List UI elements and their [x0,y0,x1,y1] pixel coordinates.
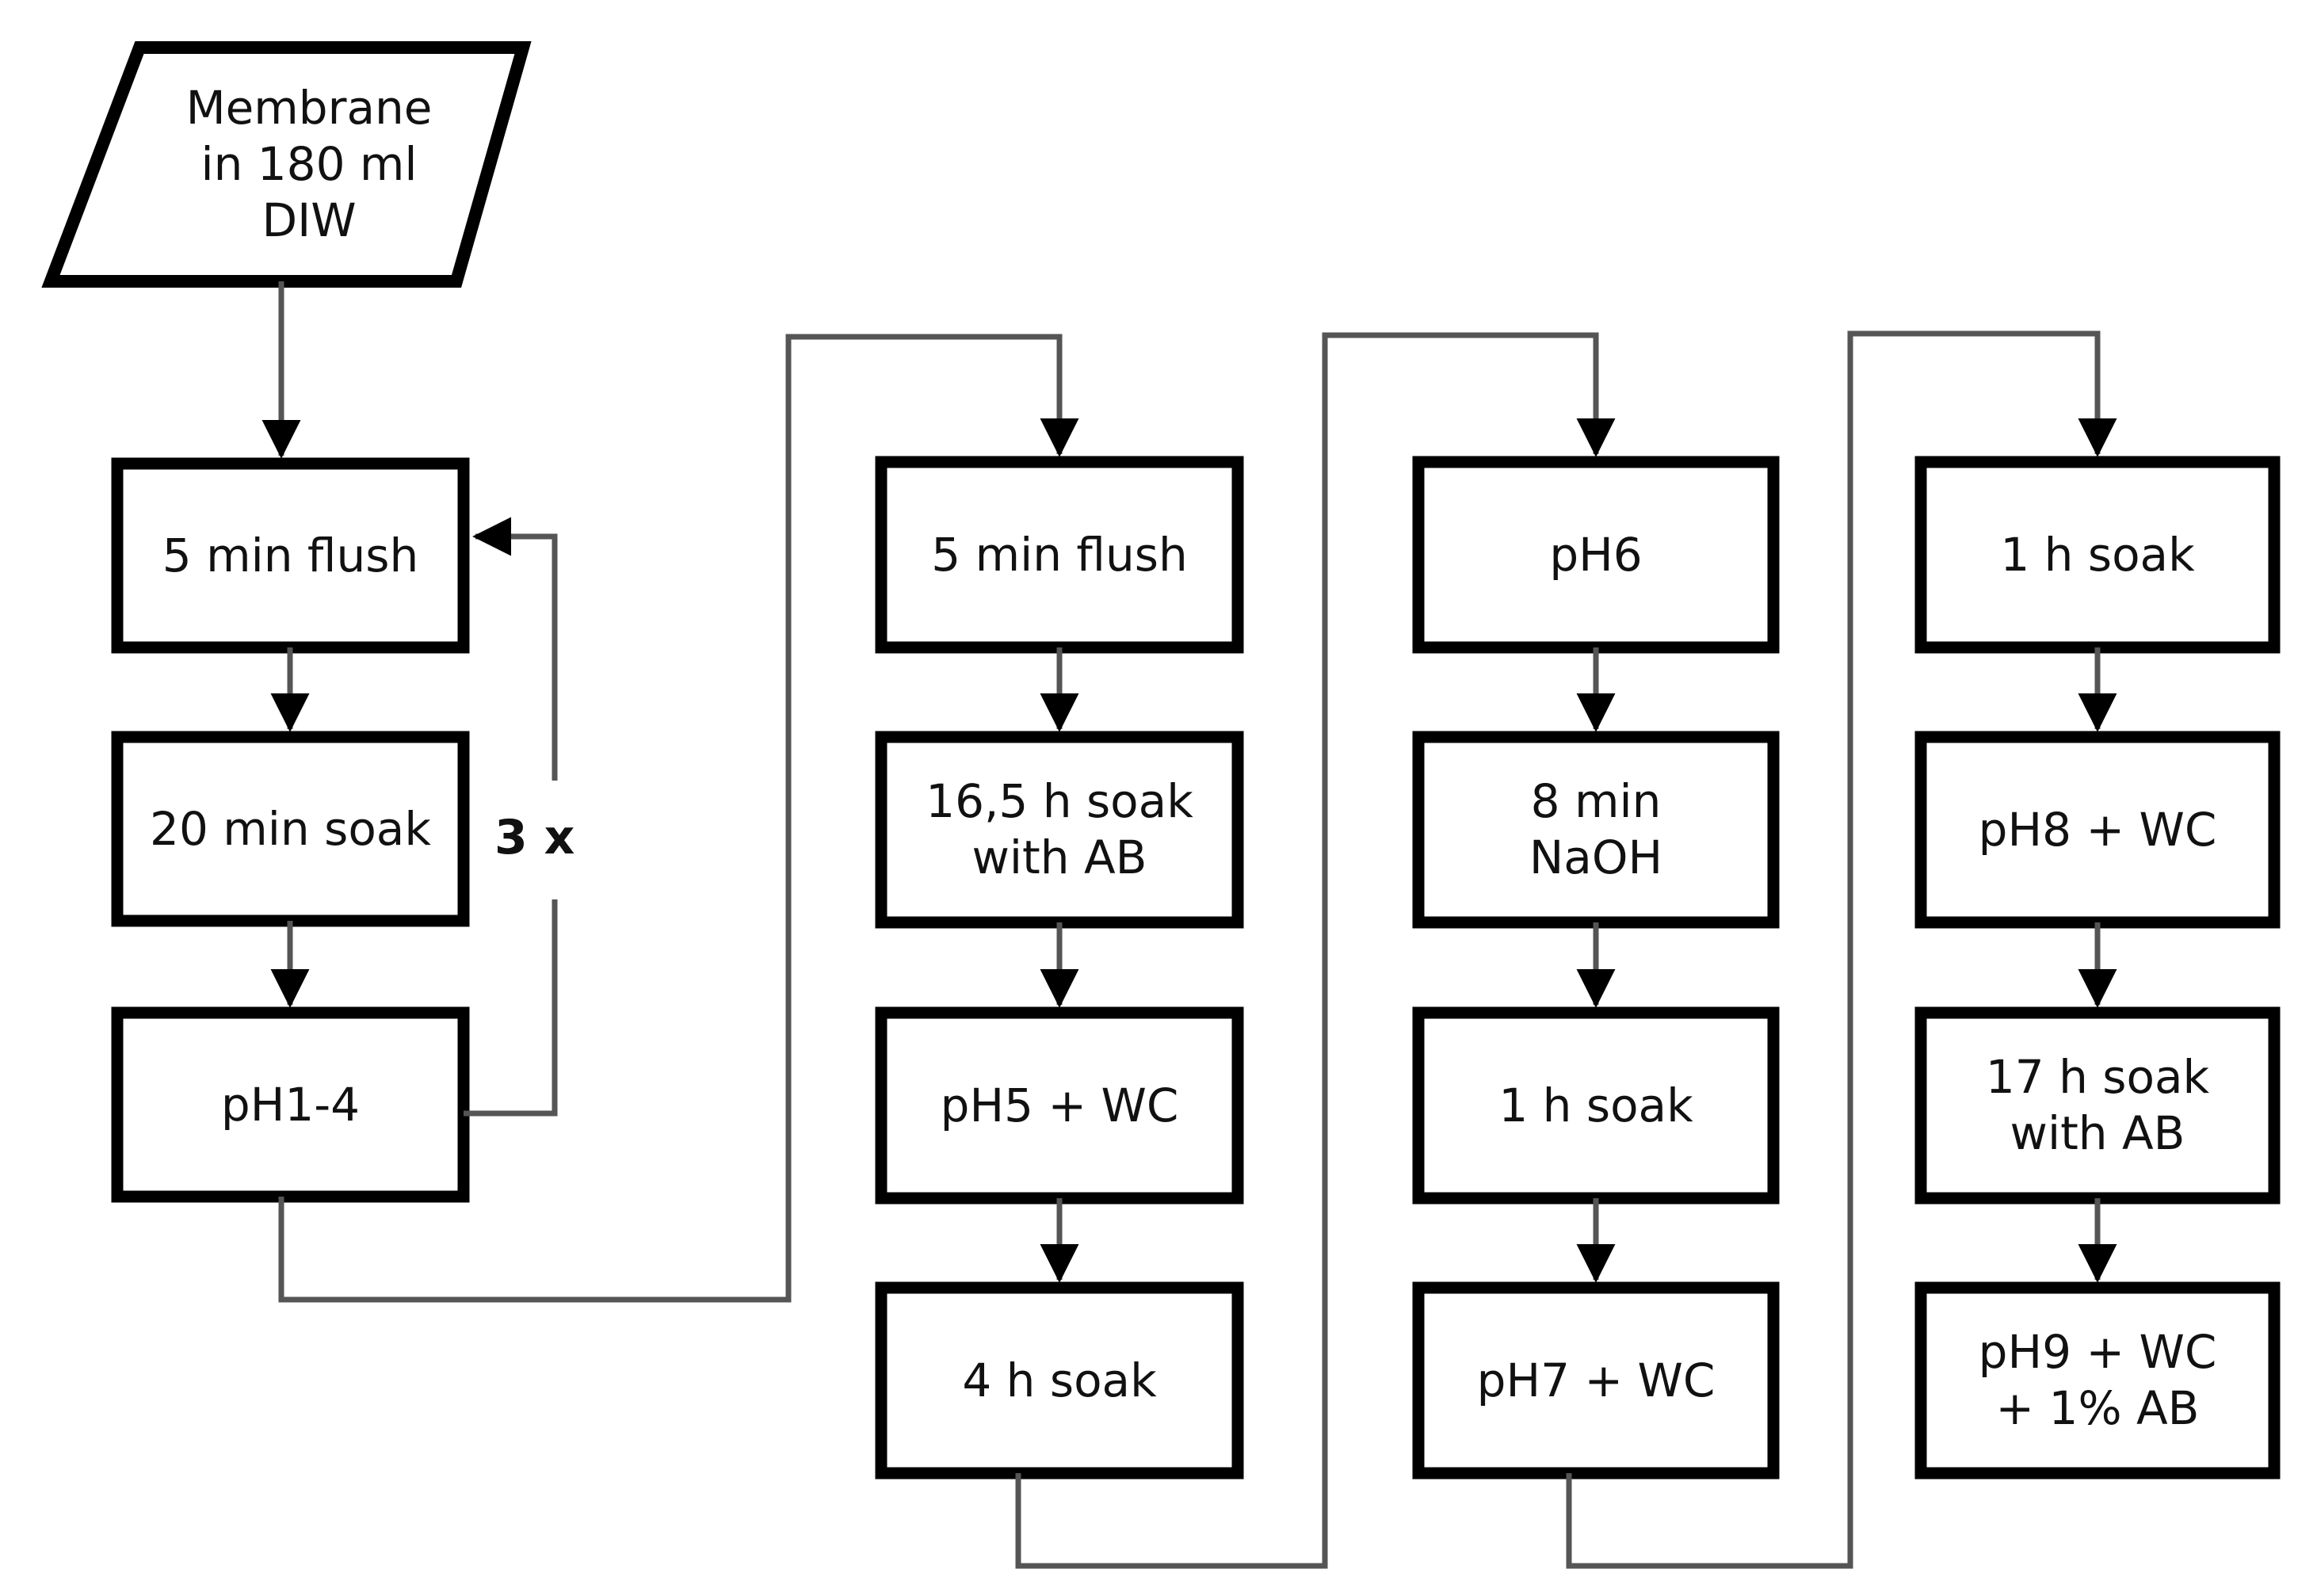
connector-c2r4-to-c3r1 [1015,332,1616,1569]
node-box-c1-r1 [111,457,470,654]
node-box-c2-r2 [875,731,1244,929]
node-box-c2-r1 [875,456,1244,654]
node-box-c2-r4 [875,1281,1244,1480]
connector-c3r4-to-c4r1 [1566,330,2117,1569]
node-box-c3-r1 [1412,456,1780,654]
node-box-c3-r4 [1412,1281,1780,1480]
connector-c1r3-to-c2r1 [278,334,1079,1303]
node-box-c4-r2 [1914,731,2281,929]
node-box-c3-r3 [1412,1006,1780,1205]
node-box-c4-r4 [1914,1281,2281,1480]
loop-label-3x: 3 x [494,810,575,865]
node-box-c1-r3 [111,1006,470,1203]
connector-loop-3x-upper [472,517,558,781]
start-node-shape [41,41,532,288]
node-box-c3-r2 [1412,731,1780,929]
connector-loop-3x-lower [464,899,558,1117]
node-box-c4-r1 [1914,456,2281,654]
node-box-c1-r2 [111,731,470,927]
node-box-c2-r3 [875,1006,1244,1205]
node-box-c4-r3 [1914,1006,2281,1205]
